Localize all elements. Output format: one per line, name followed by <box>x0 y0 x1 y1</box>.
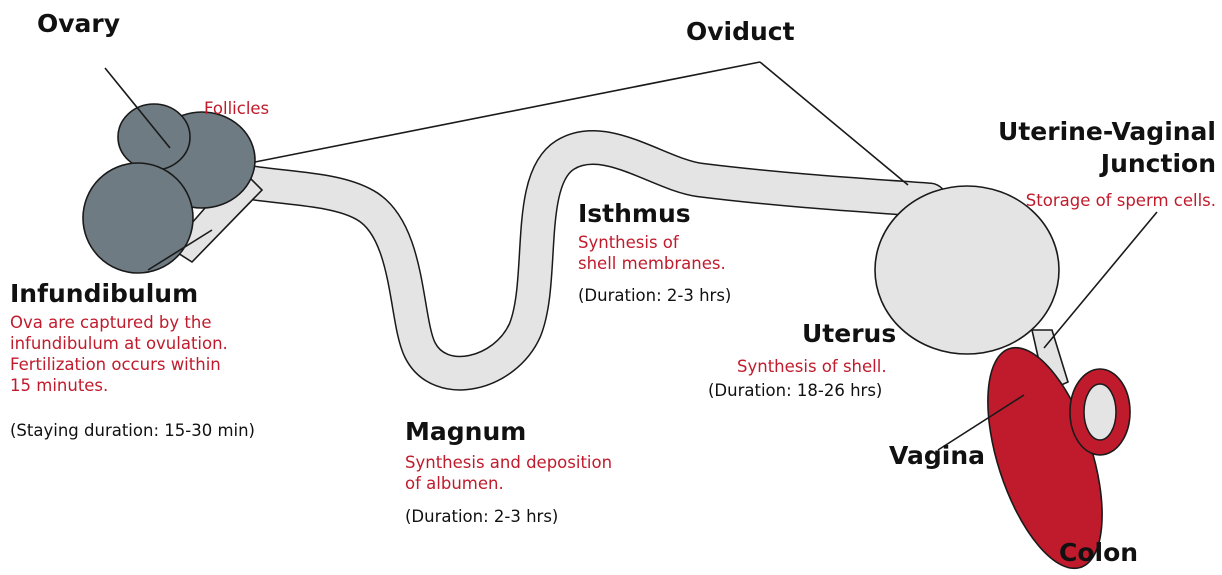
uterus-body <box>875 186 1059 354</box>
label-magnum: Magnum <box>405 416 526 448</box>
label-uterus: Uterus <box>802 318 896 350</box>
label-infundibulum: Infundibulum <box>10 278 198 310</box>
isthmus-desc-line2: shell membranes. <box>578 253 726 274</box>
ovary-shape <box>83 104 255 273</box>
isthmus-desc-line1: Synthesis of <box>578 232 726 253</box>
label-isthmus-desc: Synthesis of shell membranes. <box>578 232 726 274</box>
infund-desc-line4: 15 minutes. <box>10 375 228 396</box>
label-follicles: Follicles <box>204 98 269 119</box>
infund-desc-line1: Ova are captured by the <box>10 312 228 333</box>
infund-desc-line2: infundibulum at ovulation. <box>10 333 228 354</box>
label-magnum-desc: Synthesis and deposition of albumen. <box>405 452 612 494</box>
label-uvj-line1: Uterine-Vaginal <box>998 116 1216 148</box>
label-ovary: Ovary <box>37 8 120 40</box>
label-uterus-duration: (Duration: 18-26 hrs) <box>708 380 882 401</box>
label-magnum-duration: (Duration: 2-3 hrs) <box>405 506 558 527</box>
label-isthmus-duration: (Duration: 2-3 hrs) <box>578 285 731 306</box>
label-uvj-line2: Junction <box>998 148 1216 180</box>
label-uterus-desc: Synthesis of shell. <box>737 356 887 377</box>
label-vagina: Vagina <box>889 440 985 472</box>
label-uvj-desc: Storage of sperm cells. <box>1026 190 1216 211</box>
label-isthmus: Isthmus <box>578 198 691 230</box>
label-colon: Colon <box>1059 537 1138 569</box>
infund-desc-line3: Fertilization occurs within <box>10 354 228 375</box>
label-infundibulum-desc: Ova are captured by the infundibulum at … <box>10 312 228 396</box>
magnum-desc-line2: of albumen. <box>405 473 612 494</box>
label-oviduct: Oviduct <box>686 16 795 48</box>
label-uvj: Uterine-Vaginal Junction <box>998 116 1216 180</box>
magnum-desc-line1: Synthesis and deposition <box>405 452 612 473</box>
label-infundibulum-duration: (Staying duration: 15-30 min) <box>10 420 255 441</box>
